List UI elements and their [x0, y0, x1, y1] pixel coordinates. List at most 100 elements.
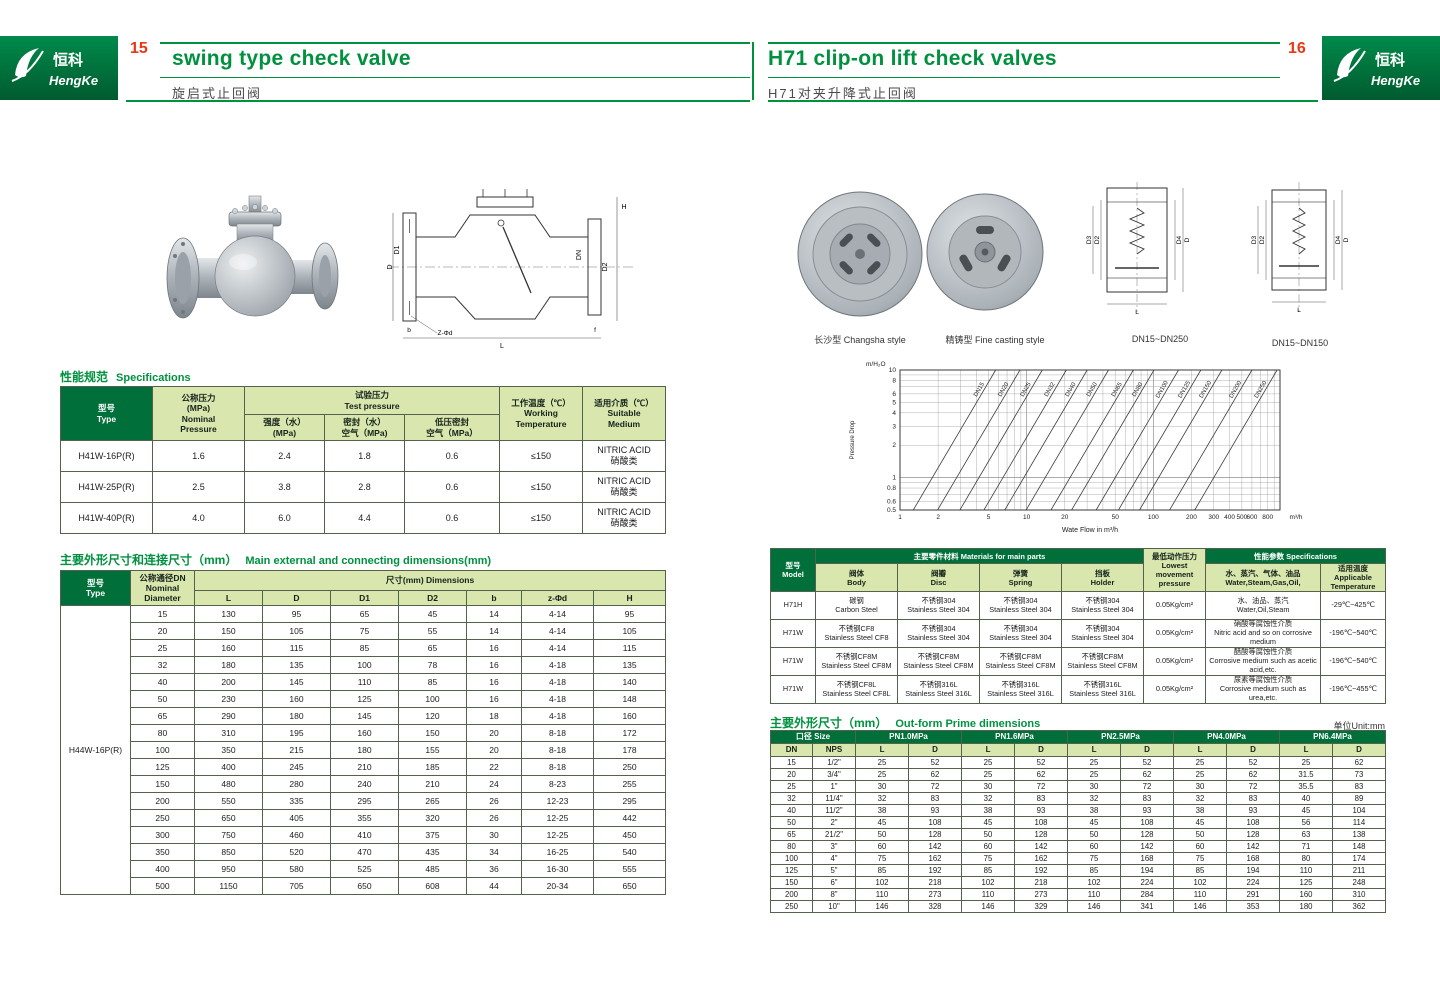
table-cell: 52: [1014, 756, 1069, 769]
table-cell: 60: [855, 840, 910, 853]
table-cell: 80: [1279, 852, 1334, 865]
table-cell: 25: [961, 768, 1016, 781]
table-cell: 20: [466, 724, 522, 742]
table-cell: 不锈钢304 Stainless Steel 304: [979, 619, 1062, 648]
table-cell: 1": [811, 780, 857, 793]
table-cell: 108: [1120, 816, 1175, 829]
table-cell: 25: [1067, 768, 1122, 781]
dim-label-L: L: [1135, 309, 1139, 316]
table-cell: 950: [194, 860, 263, 878]
table-cell: 155: [398, 741, 467, 759]
spec-th-type: 型号 Type: [60, 386, 153, 441]
mat-th-body: 阀体 Body: [815, 563, 898, 592]
table-cell: 50: [1173, 828, 1228, 841]
x-tick-label: 1: [898, 514, 902, 521]
wafer-valve-photos: [797, 191, 1044, 317]
table-cell: 146: [855, 900, 910, 913]
table-cell: 110: [961, 888, 1016, 901]
out-th-pn64: PN6.4MPa: [1279, 730, 1387, 744]
table-cell: 93: [1120, 804, 1175, 817]
table-cell: 38: [1067, 804, 1122, 817]
table-cell: 0.6: [403, 440, 501, 472]
y-tick-label: 0.8: [887, 485, 896, 492]
table-cell: 83: [1014, 792, 1069, 805]
out-th-pn40: PN4.0MPa: [1173, 730, 1281, 744]
table-cell: 6.0: [244, 502, 325, 534]
table-cell: 72: [1120, 780, 1175, 793]
y-tick-label: 4: [892, 410, 896, 417]
table-cell: 125: [770, 864, 813, 877]
brand-name-en: HengKe: [49, 73, 98, 88]
out-th-l2: L: [961, 743, 1016, 757]
mat-th-pressure: 最低动作压力 Lowest movement pressure: [1143, 548, 1207, 592]
table-cell: 140: [592, 673, 667, 691]
out-th-d4: D: [1226, 743, 1281, 757]
table-cell: 不锈钢CF8M Stainless Steel CF8M: [1060, 647, 1145, 676]
table-cell: 醋酸等腐蚀性介质 Corrosive medium such as acetic…: [1205, 647, 1322, 676]
dim-th-dn: 公称通径DN Nominal Diameter: [130, 570, 195, 606]
mat-th-spring: 弹簧 Spring: [979, 563, 1062, 592]
dim-th-zphid: z-Φd: [521, 590, 594, 606]
dn-curve: [1118, 369, 1202, 511]
dim-section-title: 主要外形尺寸和连接尺寸（mm）Main external and connect…: [60, 551, 491, 569]
table-cell: 105: [262, 622, 331, 640]
table-cell: 89: [1332, 792, 1387, 805]
table-cell: 138: [1332, 828, 1387, 841]
table-cell: ≤150: [499, 440, 584, 472]
table-cell: 3.8: [244, 471, 325, 503]
table-cell: 200: [130, 792, 195, 810]
table-cell: 150: [130, 775, 195, 793]
drawing-caption-dn15-dn150: DN15~DN150: [1271, 338, 1329, 348]
table-cell: 50: [770, 816, 813, 829]
table-cell: 362: [1332, 900, 1387, 913]
y-tick-label: 0.6: [887, 498, 896, 505]
table-cell: 83: [1226, 792, 1281, 805]
table-cell: 50: [855, 828, 910, 841]
mat-th-materials: 主要零件材料 Materials for main parts: [814, 548, 1145, 564]
table-cell: 85: [961, 864, 1016, 877]
table-cell: 128: [1120, 828, 1175, 841]
table-cell: 12-25: [521, 809, 594, 827]
table-cell: 4": [811, 852, 857, 865]
table-cell: 80: [770, 840, 813, 853]
table-cell: 0.05Kg/cm²: [1143, 647, 1207, 676]
table-cell: 62: [1332, 756, 1387, 769]
dn-curve: [1004, 369, 1088, 511]
page-subtitle-left: 旋启式止回阀: [172, 86, 263, 101]
header-rule-mid-left: [160, 77, 750, 78]
table-cell: 52: [1226, 756, 1281, 769]
table-cell: H71W: [770, 619, 816, 648]
table-cell: 128: [1226, 828, 1281, 841]
table-cell: 142: [1120, 840, 1175, 853]
table-cell: 12-25: [521, 826, 594, 844]
leaf-swoosh-icon: [11, 50, 44, 82]
table-cell: 75: [961, 852, 1016, 865]
x-tick-label: 5: [987, 514, 991, 521]
out-th-size: 口径 Size: [769, 730, 857, 744]
brand-name-cn: 恒科: [1375, 51, 1405, 69]
table-cell: 6": [811, 876, 857, 889]
dim-th-L: L: [194, 590, 263, 606]
table-cell: 100: [130, 741, 195, 759]
table-cell: 500: [130, 877, 195, 895]
table-cell: 329: [1014, 900, 1069, 913]
table-cell: 不锈钢304 Stainless Steel 304: [897, 591, 980, 620]
page-title-right: H71 clip-on lift check valves: [768, 47, 1057, 70]
table-cell: 62: [1014, 768, 1069, 781]
spec-th-test: 试验压力 Test pressure: [243, 386, 501, 415]
out-th-l4: L: [1173, 743, 1228, 757]
table-cell: 不锈钢304 Stainless Steel 304: [1060, 619, 1145, 648]
table-cell: 1.6: [152, 440, 245, 472]
table-cell: 25: [130, 639, 195, 657]
table-cell: 850: [194, 843, 263, 861]
table-cell: NITRIC ACID 硝酸类: [582, 502, 667, 534]
table-cell: 146: [961, 900, 1016, 913]
table-cell: 83: [908, 792, 963, 805]
